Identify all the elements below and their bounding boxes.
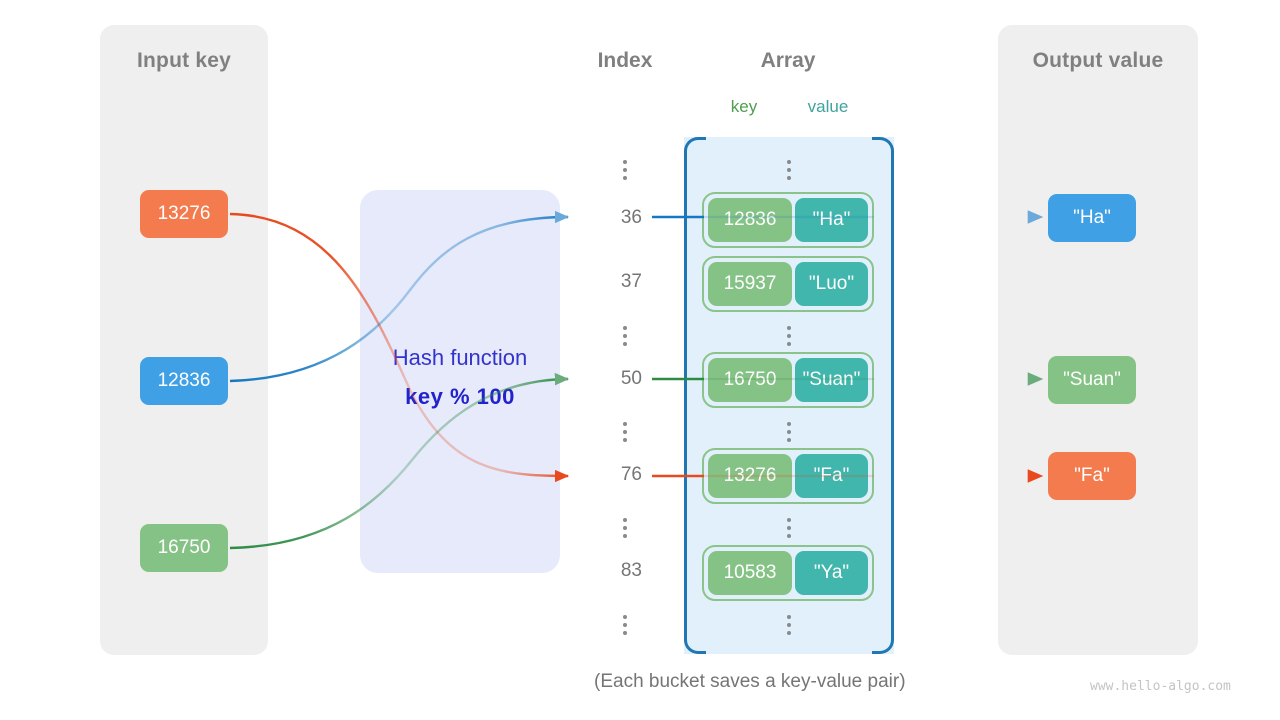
bucket-36[interactable]: 12836 "Ha" <box>702 192 874 248</box>
array-ellipsis-top <box>772 156 806 180</box>
input-key-chip-label: 16750 <box>157 537 211 558</box>
bucket-key: 13276 <box>708 454 792 498</box>
index-ellipsis-1 <box>608 322 642 346</box>
bucket-value: "Ya" <box>795 551 868 595</box>
index-label-83: 83 <box>620 560 642 581</box>
index-label-76: 76 <box>620 464 642 485</box>
bucket-83[interactable]: 10583 "Ya" <box>702 545 874 601</box>
diagram-caption: (Each bucket saves a key-value pair) <box>594 671 906 692</box>
output-value-chip-2[interactable]: "Fa" <box>1048 452 1136 500</box>
index-label-50: 50 <box>620 368 642 389</box>
bucket-key: 10583 <box>708 551 792 595</box>
hash-function-title: Hash function <box>392 345 528 370</box>
input-key-chip-0[interactable]: 13276 <box>140 190 228 238</box>
output-value-chip-label: "Fa" <box>1074 465 1110 486</box>
input-key-chip-label: 12836 <box>157 370 211 391</box>
index-ellipsis-bottom <box>608 611 642 635</box>
bucket-key: 12836 <box>708 198 792 242</box>
output-value-panel-title: Output value <box>1032 49 1164 72</box>
bucket-value: "Suan" <box>795 358 868 402</box>
key-sub-heading: key <box>730 97 758 116</box>
bucket-37[interactable]: 15937 "Luo" <box>702 256 874 312</box>
index-ellipsis-3 <box>608 514 642 538</box>
hash-function-formula: key % 100 <box>405 384 515 409</box>
array-ellipsis-1 <box>772 322 806 346</box>
array-ellipsis-2 <box>772 418 806 442</box>
input-key-chip-label: 13276 <box>157 203 211 224</box>
bucket-50[interactable]: 16750 "Suan" <box>702 352 874 408</box>
bucket-key: 16750 <box>708 358 792 402</box>
output-value-chip-0[interactable]: "Ha" <box>1048 194 1136 242</box>
array-ellipsis-bottom <box>772 611 806 635</box>
bucket-value: "Fa" <box>795 454 868 498</box>
index-label-36: 36 <box>620 207 642 228</box>
output-value-chip-label: "Suan" <box>1063 369 1121 390</box>
array-heading: Array <box>760 49 816 72</box>
array-bracket-left <box>684 137 706 654</box>
input-key-panel-title: Input key <box>137 49 231 72</box>
input-key-chip-1[interactable]: 12836 <box>140 357 228 405</box>
watermark: www.hello-algo.com <box>1090 679 1231 694</box>
input-key-chip-2[interactable]: 16750 <box>140 524 228 572</box>
index-ellipsis-2 <box>608 418 642 442</box>
bucket-value: "Luo" <box>795 262 868 306</box>
array-bracket-right <box>872 137 894 654</box>
index-label-37: 37 <box>620 271 642 292</box>
output-value-panel: Output value <box>998 25 1198 655</box>
index-ellipsis-top <box>608 156 642 180</box>
index-heading: Index <box>597 49 653 72</box>
hash-function-box: Hash function key % 100 <box>360 190 560 573</box>
bucket-key: 15937 <box>708 262 792 306</box>
output-value-chip-1[interactable]: "Suan" <box>1048 356 1136 404</box>
array-ellipsis-3 <box>772 514 806 538</box>
bucket-value: "Ha" <box>795 198 868 242</box>
bucket-76[interactable]: 13276 "Fa" <box>702 448 874 504</box>
value-sub-heading: value <box>807 97 849 116</box>
output-value-chip-label: "Ha" <box>1073 207 1111 228</box>
